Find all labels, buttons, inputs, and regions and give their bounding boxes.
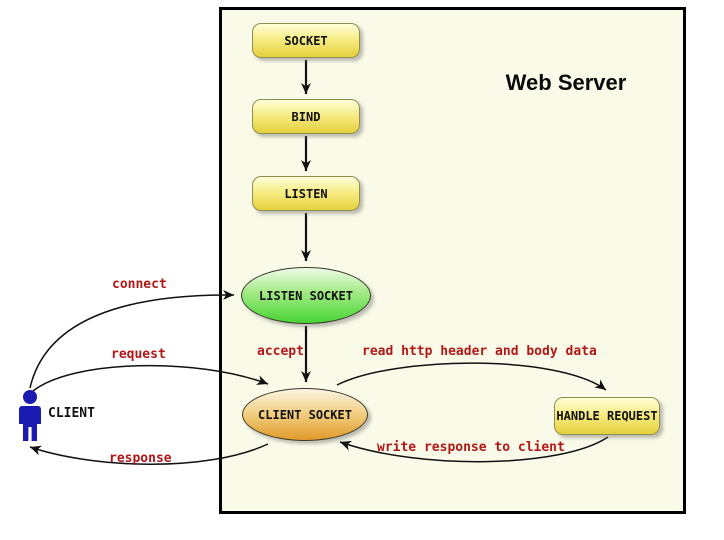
edge-label-request: request — [111, 347, 166, 362]
node-listen-socket: LISTEN SOCKET — [241, 267, 371, 324]
arrow-write-response — [339, 436, 609, 463]
node-socket: SOCKET — [252, 23, 360, 58]
node-bind-label: BIND — [291, 109, 321, 124]
arrow-request — [32, 364, 269, 392]
client-label: CLIENT — [48, 406, 95, 421]
node-client-socket: CLIENT SOCKET — [242, 388, 368, 441]
node-socket-label: SOCKET — [284, 33, 328, 48]
diagram-title: Web Server — [505, 70, 627, 95]
node-bind: BIND — [252, 99, 360, 134]
edge-label-connect: connect — [112, 277, 167, 292]
edge-label-write-response: write response to client — [377, 440, 565, 455]
arrow-connect — [29, 289, 235, 389]
arrow-response — [29, 443, 269, 465]
node-client-socket-label: CLIENT SOCKET — [258, 407, 352, 422]
node-listen: LISTEN — [252, 176, 360, 211]
edge-label-read-http: read http header and body data — [362, 344, 597, 359]
node-handle-request-label: HANDLE REQUEST — [556, 409, 658, 423]
edge-label-response: response — [109, 451, 172, 466]
node-listen-label: LISTEN — [284, 186, 328, 201]
node-listen-socket-label: LISTEN SOCKET — [259, 288, 353, 303]
node-handle-request: HANDLE REQUEST — [554, 397, 660, 435]
client-figure-icon — [19, 390, 41, 441]
edge-label-accept: accept — [257, 344, 304, 359]
arrow-read-http — [336, 362, 607, 391]
